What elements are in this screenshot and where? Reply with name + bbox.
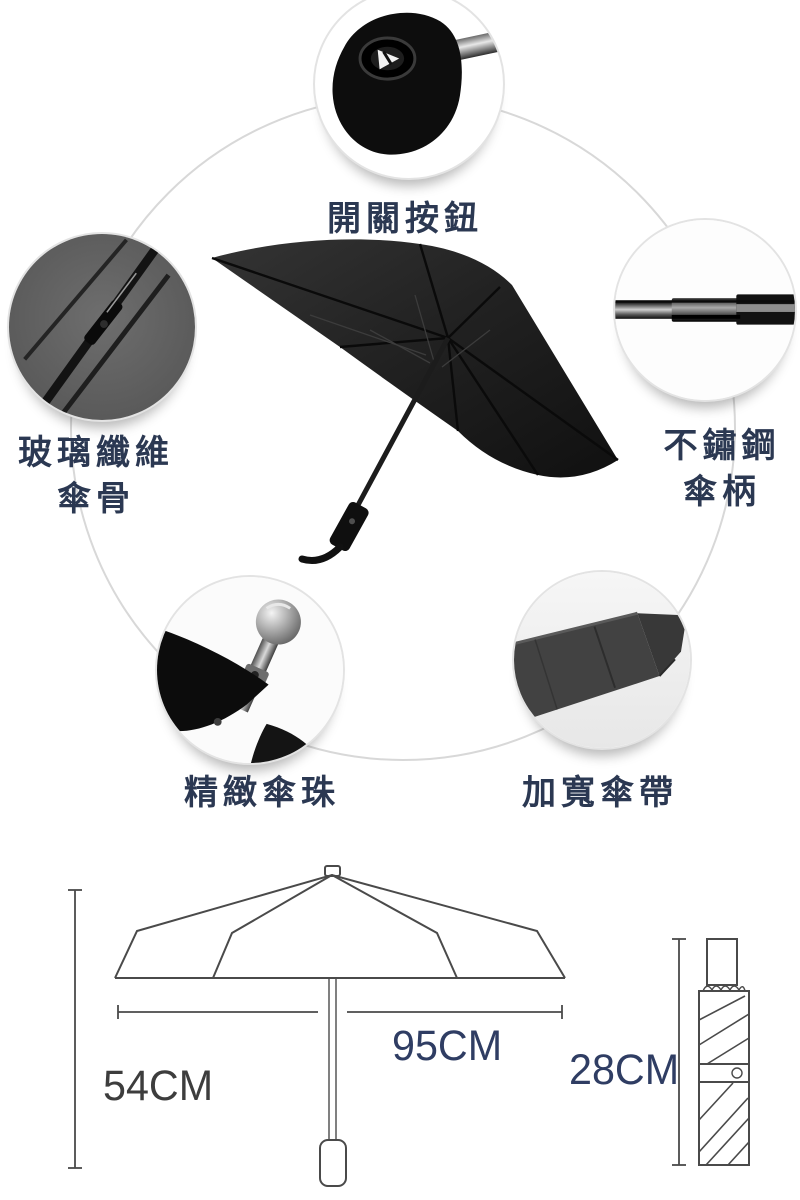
bead-ball-icon — [255, 599, 301, 645]
dimension-folded-length: 28CM — [569, 1046, 680, 1094]
feature-circle-open-close-button — [313, 0, 505, 180]
feature-circle-bead-tip — [155, 575, 345, 765]
label-line: 玻璃纖維 — [18, 434, 174, 472]
label-stainless-shaft: 不鏽鋼 傘柄 — [642, 423, 800, 515]
height-dimension-line — [68, 889, 82, 1169]
label-open-close-button: 開關按鈕 — [275, 196, 535, 242]
strap-icon — [514, 611, 687, 726]
dimension-open-height: 54CM — [103, 1062, 214, 1110]
label-line: 傘柄 — [683, 473, 761, 511]
feature-circle-fiberglass-ribs — [7, 232, 197, 422]
label-line: 不鏽鋼 — [663, 427, 781, 465]
button-slash — [382, 50, 393, 66]
label-line: 加寬傘帶 — [522, 774, 678, 812]
canopy-fabric-icon — [157, 627, 269, 732]
feature-circle-stainless-shaft — [613, 218, 797, 402]
telescopic-shaft-icon — [615, 294, 795, 325]
label-fiberglass-ribs: 玻璃纖維 傘骨 — [0, 430, 192, 522]
label-bead-tip: 精緻傘珠 — [132, 770, 392, 816]
rivet-icon — [213, 717, 222, 726]
label-line: 精緻傘珠 — [184, 774, 340, 812]
label-strap: 加寬傘帶 — [470, 770, 730, 816]
rib-joint-icon — [23, 238, 171, 414]
label-line: 傘骨 — [57, 480, 135, 518]
diameter-dimension-line — [117, 1005, 563, 1019]
feature-circle-strap — [512, 570, 692, 750]
folded-umbrella-drawing — [698, 938, 750, 1166]
label-line: 開關按鈕 — [327, 200, 483, 238]
ball-highlight — [265, 602, 291, 610]
dimension-open-diameter: 95CM — [392, 1022, 503, 1070]
handle-body-icon — [332, 12, 462, 155]
